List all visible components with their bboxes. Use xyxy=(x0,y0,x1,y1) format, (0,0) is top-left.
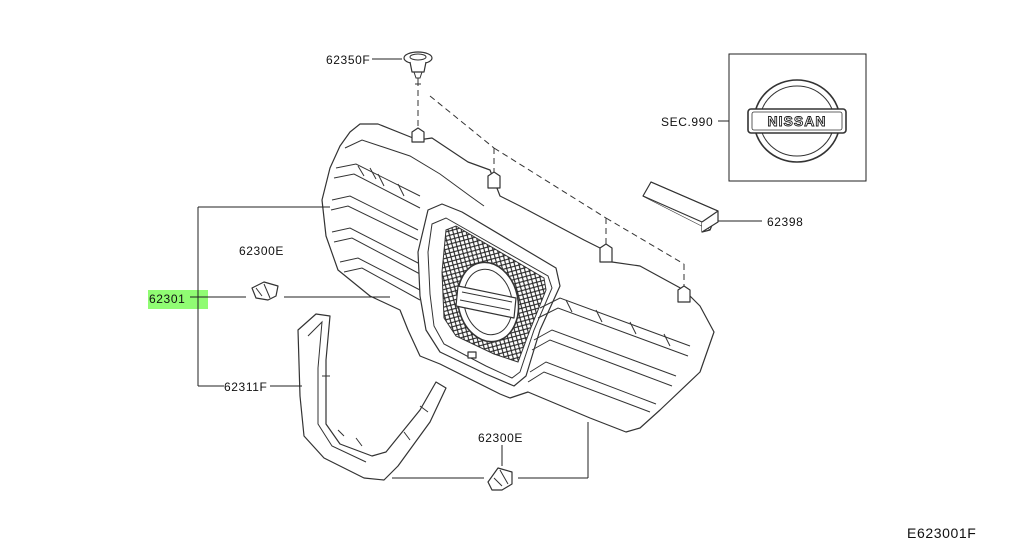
clip-62350f-drawing xyxy=(403,51,433,86)
emblem-box xyxy=(728,53,867,182)
label-62300e-bottom: 62300E xyxy=(478,431,523,445)
label-62311f: 62311F xyxy=(224,380,267,394)
highlight-62301 xyxy=(148,290,208,309)
bottom-clip-leaders xyxy=(392,422,589,479)
label-sec-990: SEC.990 xyxy=(661,115,713,129)
fastening-dash-lines xyxy=(417,90,685,296)
grille-drawing xyxy=(321,123,715,433)
label-62301: 62301 xyxy=(149,292,185,306)
clip-62300e-bottom-drawing xyxy=(487,467,513,491)
emblem-strip-drawing xyxy=(642,181,719,233)
clip-62300e-left-drawing xyxy=(251,281,279,301)
drawing-id: E623001F xyxy=(907,525,976,541)
grille-assembly-bracket xyxy=(190,206,330,387)
garnish-62311f-drawing xyxy=(297,313,447,481)
label-62398: 62398 xyxy=(767,215,803,229)
label-62350f: 62350F xyxy=(326,53,370,67)
label-62300e-left: 62300E xyxy=(239,244,284,258)
emblem-text: NISSAN xyxy=(768,113,827,129)
